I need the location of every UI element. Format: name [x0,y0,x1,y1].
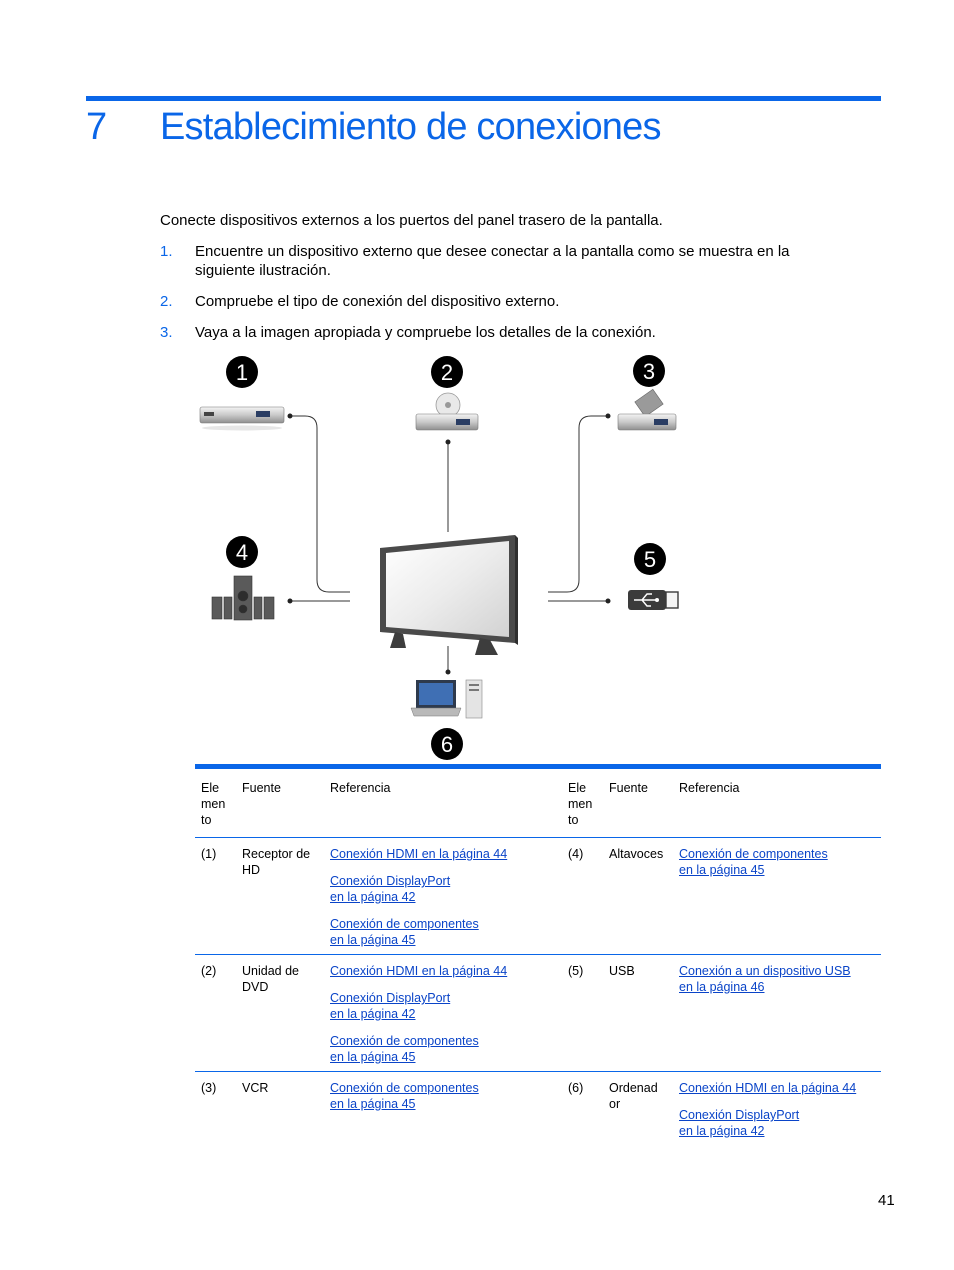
hdmi-link[interactable]: Conexión HDMI en la página 44 [330,964,508,978]
callout-4: 4 [226,536,258,568]
steps-list: 1. Encuentre un dispositivo externo que d… [160,242,850,354]
dvd-player-icon [415,392,479,431]
callout-5: 5 [634,543,666,575]
step-number: 2. [160,293,173,310]
chapter-rule [86,96,881,101]
source-cell: USB [609,964,635,978]
reference-cell: Conexión HDMI en la página 44 Conexión D… [324,955,562,1072]
svg-text:3: 3 [643,359,655,384]
computer-icon [410,679,483,719]
header-fuente: Fuente [609,781,648,795]
svg-text:6: 6 [441,732,453,757]
step-item: 1. Encuentre un dispositivo externo que d… [160,242,850,280]
header-referencia: Referencia [330,781,391,795]
step-item: 2. Compruebe el tipo de conexión del disp… [160,292,850,311]
header-referencia: Referencia [679,781,740,795]
step-text: Vaya a la imagen apropiada y compruebe l… [195,324,656,341]
svg-text:4: 4 [236,540,248,565]
step-item: 3. Vaya a la imagen apropiada y compruebe… [160,323,850,342]
monitor-icon [380,535,518,655]
step-number: 3. [160,324,173,341]
intro-paragraph: Conecte dispositivos externos a los puer… [160,212,663,229]
step-number: 1. [160,243,173,260]
callout-6: 6 [431,728,463,760]
vcr-icon [617,388,677,431]
item-number: (2) [201,964,217,978]
callout-1: 1 [226,356,258,388]
item-number: (1) [201,847,217,861]
reference-cell: Conexión HDMI en la página 44 Conexión D… [673,1072,881,1146]
step-text: Compruebe el tipo de conexión del dispos… [195,293,560,310]
speakers-icon [211,575,275,621]
receiver-icon [199,406,285,431]
hdmi-link[interactable]: Conexión HDMI en la página 44 [330,847,508,861]
callout-3: 3 [633,355,665,387]
item-number: (3) [201,1081,217,1095]
step-text: Encuentre un dispositivo externo que des… [195,243,790,279]
item-number: (6) [568,1081,584,1095]
source-cell: VCR [242,1081,269,1095]
hdmi-link[interactable]: Conexión HDMI en la página 44 [679,1081,857,1095]
item-number: (5) [568,964,584,978]
svg-text:5: 5 [644,547,656,572]
item-number: (4) [568,847,584,861]
svg-text:2: 2 [441,360,453,385]
callout-2: 2 [431,356,463,388]
chapter-number: 7 [86,106,107,148]
svg-text:1: 1 [236,360,248,385]
header-fuente: Fuente [242,781,281,795]
page-number: 41 [878,1192,895,1209]
reference-cell: Conexión HDMI en la página 44 Conexión D… [324,838,562,955]
source-cell: Altavoces [609,847,664,861]
connection-diagram: 1 2 3 4 5 6 [199,355,679,760]
table-top-rule [195,764,881,769]
chapter-title: Establecimiento de conexiones [160,106,661,148]
usb-drive-icon [628,590,679,610]
